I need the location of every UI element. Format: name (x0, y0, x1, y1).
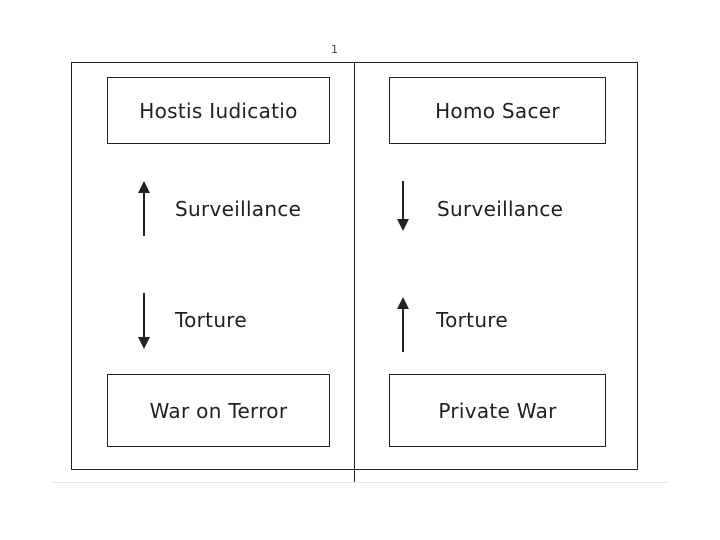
left-surveillance-label: Surveillance (175, 197, 302, 221)
private-war-label: Private War (438, 398, 557, 423)
homo-sacer-label: Homo Sacer (435, 98, 560, 123)
homo-sacer-box: Homo Sacer (389, 77, 606, 144)
up-arrow-icon (137, 181, 151, 237)
left-torture-label: Torture (175, 308, 247, 332)
page-number-mark: 1 (331, 43, 338, 56)
bottom-rule (50, 482, 670, 483)
war-on-terror-box: War on Terror (107, 374, 330, 447)
up-arrow-icon (396, 297, 410, 353)
right-torture-label: Torture (436, 308, 508, 332)
war-on-terror-label: War on Terror (149, 398, 288, 423)
column-divider (354, 62, 355, 483)
right-surveillance-label: Surveillance (437, 197, 564, 221)
down-arrow-icon (137, 293, 151, 349)
hostis-iudicatio-label: Hostis Iudicatio (139, 98, 298, 123)
private-war-box: Private War (389, 374, 606, 447)
hostis-iudicatio-box: Hostis Iudicatio (107, 77, 330, 144)
down-arrow-icon (396, 181, 410, 231)
